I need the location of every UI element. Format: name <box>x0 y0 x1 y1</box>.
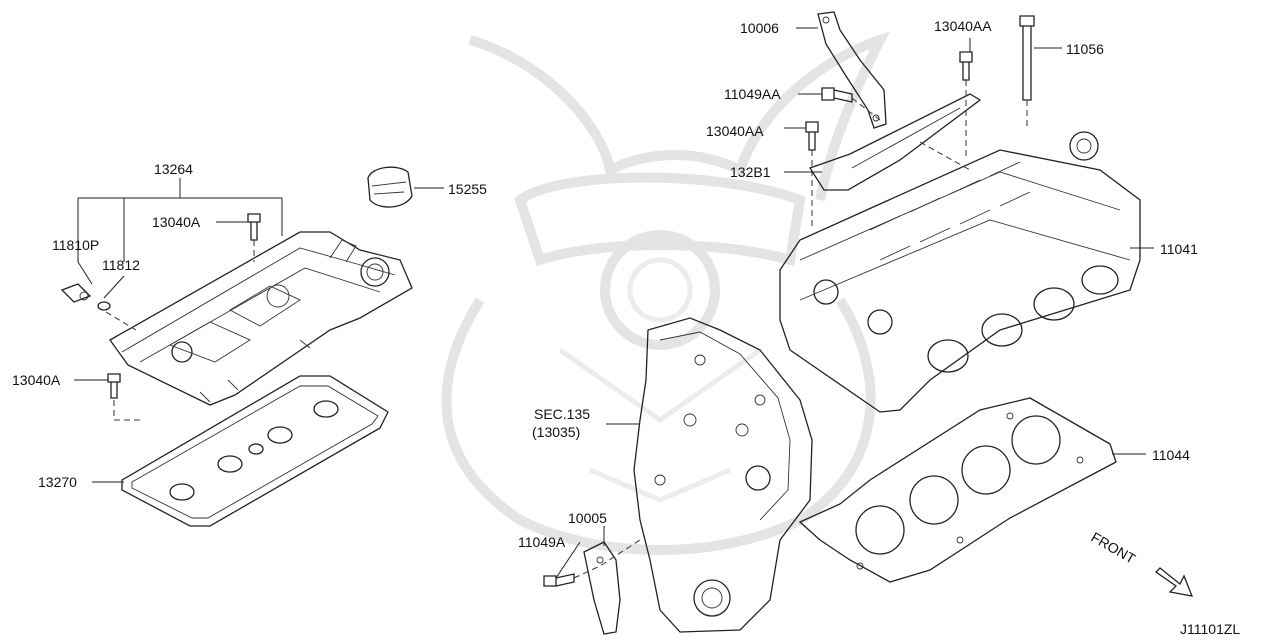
label-11056: 11056 <box>1066 41 1104 57</box>
pcv-valve <box>60 283 92 303</box>
bolt-13040A-top <box>247 213 261 241</box>
front-arrow <box>1154 567 1194 597</box>
label-11049AA: 11049AA <box>724 86 781 102</box>
timing-chain-case <box>633 317 813 633</box>
label-11812: 11812 <box>102 257 140 273</box>
label-13040A-top: 13040A <box>152 214 201 230</box>
label-11041: 11041 <box>1160 241 1198 257</box>
label-10005: 10005 <box>568 510 607 526</box>
label-13264: 13264 <box>154 161 193 177</box>
label-11049A: 11049A <box>518 534 566 550</box>
label-10006: 10006 <box>740 20 779 36</box>
bolt-11049A <box>543 573 575 587</box>
label-sec135: SEC.135 <box>534 406 590 422</box>
watermark-emblem <box>441 31 890 555</box>
front-label: FRONT <box>1089 529 1139 567</box>
bracket-10006 <box>817 11 887 129</box>
bolt-13040AA-mid <box>805 121 819 151</box>
rocker-cover <box>109 231 413 406</box>
o-ring <box>97 301 111 311</box>
label-13040AA-top: 13040AA <box>934 18 992 34</box>
bolt-13040A-left <box>107 373 121 399</box>
oil-filler-cap <box>367 166 413 208</box>
label-11044: 11044 <box>1152 447 1190 463</box>
label-13040A-left: 13040A <box>12 372 61 388</box>
label-13040AA-mid: 13040AA <box>706 123 764 139</box>
rocker-cover-gasket <box>121 375 389 527</box>
bolt-13040AA-top <box>959 51 973 81</box>
label-132B1: 132B1 <box>730 164 771 180</box>
chain-guide <box>583 541 621 635</box>
cylinder-head <box>779 131 1141 413</box>
leader-lines <box>74 27 1154 579</box>
label-sec135-ref: (13035) <box>532 424 580 440</box>
harness-bracket-132B1 <box>809 93 982 191</box>
label-13270: 13270 <box>38 474 77 490</box>
head-bolt-11056 <box>1019 15 1035 101</box>
cylinder-head-gasket <box>798 397 1117 583</box>
diagram-code: J11101ZL <box>1180 621 1240 637</box>
label-11810P: 11810P <box>52 237 99 253</box>
label-15255: 15255 <box>448 181 487 197</box>
alignment-lines <box>105 80 1028 579</box>
